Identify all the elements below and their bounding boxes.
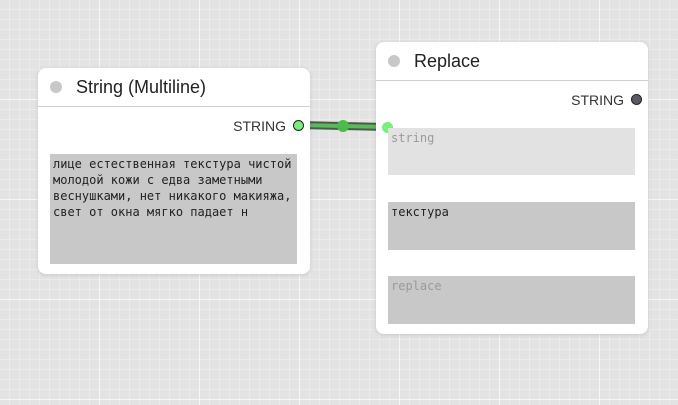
output-label-string: STRING bbox=[233, 118, 286, 134]
node-header[interactable]: String (Multiline) bbox=[38, 68, 310, 107]
string-multiline-node[interactable]: String (Multiline) STRING лице естествен… bbox=[38, 68, 310, 274]
collapse-toggle-dot[interactable] bbox=[50, 81, 62, 93]
output-socket-string[interactable] bbox=[631, 94, 642, 105]
node-header[interactable]: Replace bbox=[376, 42, 648, 81]
output-label-string: STRING bbox=[571, 92, 624, 108]
input-socket-string[interactable] bbox=[382, 122, 393, 133]
node-title: Replace bbox=[414, 51, 481, 71]
string-input-field[interactable]: string bbox=[388, 128, 635, 175]
wire-midpoint-handle[interactable] bbox=[337, 120, 349, 132]
output-socket-string[interactable] bbox=[293, 120, 304, 131]
node-title: String (Multiline) bbox=[76, 77, 207, 97]
collapse-toggle-dot[interactable] bbox=[388, 55, 400, 67]
multiline-text-input[interactable]: лице естественная текстура чистой молодо… bbox=[50, 154, 297, 264]
replace-input-field[interactable]: replace bbox=[388, 276, 635, 324]
replace-node[interactable]: Replace STRING string текстура replace bbox=[376, 42, 648, 334]
find-input-field[interactable]: текстура bbox=[388, 202, 635, 250]
